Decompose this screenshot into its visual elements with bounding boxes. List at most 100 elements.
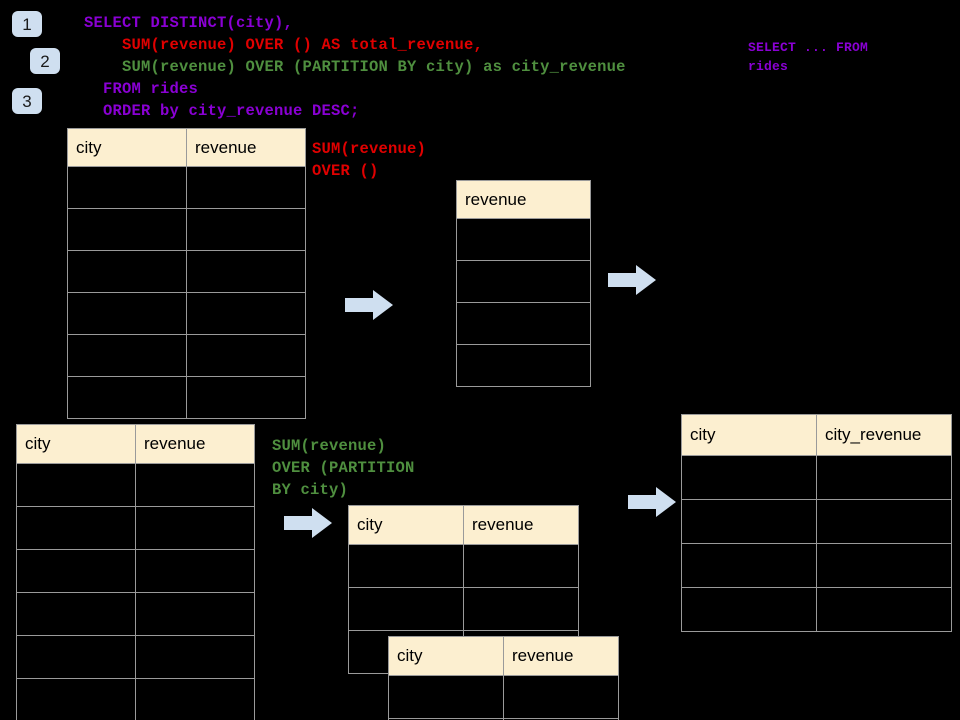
column-header-revenue: revenue bbox=[503, 636, 619, 676]
table-cell bbox=[456, 260, 591, 303]
table-cell bbox=[186, 166, 306, 209]
table-row bbox=[67, 250, 306, 293]
table-cell bbox=[135, 549, 255, 593]
table-cell bbox=[186, 292, 306, 335]
table-row bbox=[16, 549, 255, 593]
table-cell bbox=[67, 208, 187, 251]
table-header-row: city revenue bbox=[388, 636, 619, 676]
table-row bbox=[67, 166, 306, 209]
table-cell bbox=[186, 208, 306, 251]
table-cell bbox=[135, 463, 255, 507]
table-row bbox=[16, 678, 255, 720]
table-cell bbox=[16, 592, 136, 636]
column-header-city: city bbox=[681, 414, 817, 456]
step-badge-3-label: 3 bbox=[22, 91, 32, 111]
table-cell bbox=[135, 635, 255, 679]
table-cell bbox=[816, 499, 952, 544]
table-row bbox=[16, 463, 255, 507]
table-cell bbox=[135, 506, 255, 550]
table-cell bbox=[16, 678, 136, 720]
table-cell bbox=[67, 334, 187, 377]
arrow-partition-to-result bbox=[628, 487, 676, 517]
step-badge-3: 3 bbox=[12, 88, 42, 114]
table-header-row: revenue bbox=[456, 180, 591, 219]
table-row bbox=[16, 592, 255, 636]
table-cell bbox=[681, 587, 817, 632]
sql-line-sum-over-empty: SUM(revenue) OVER () AS total_revenue, bbox=[84, 36, 484, 54]
table-cell bbox=[456, 218, 591, 261]
table-cell bbox=[388, 675, 504, 719]
table-cell bbox=[16, 635, 136, 679]
table-cell bbox=[135, 592, 255, 636]
table-row bbox=[681, 499, 952, 544]
table-row bbox=[348, 587, 579, 631]
annotation-sum-over-empty: SUM(revenue) OVER () bbox=[312, 140, 427, 180]
table-row bbox=[16, 506, 255, 550]
column-header-city: city bbox=[348, 505, 464, 545]
column-header-city: city bbox=[67, 128, 187, 167]
table-row bbox=[456, 218, 591, 261]
table-cell bbox=[16, 506, 136, 550]
table-header-row: city revenue bbox=[67, 128, 306, 167]
table-partition-b: city revenue bbox=[388, 636, 619, 720]
table-cell bbox=[456, 302, 591, 345]
sql-line-select: SELECT DISTINCT(city), bbox=[84, 14, 294, 32]
column-header-city-revenue: city_revenue bbox=[816, 414, 952, 456]
sql-line-from: FROM rides bbox=[84, 80, 199, 98]
table-header-row: city city_revenue bbox=[681, 414, 952, 456]
table-row bbox=[348, 544, 579, 588]
sql-line-order-by: ORDER by city_revenue DESC; bbox=[84, 102, 360, 120]
table-row bbox=[681, 455, 952, 500]
table-cell bbox=[816, 587, 952, 632]
annotation-sum-over-partition: SUM(revenue) OVER (PARTITION BY city) bbox=[272, 437, 415, 499]
step-badge-2: 2 bbox=[30, 48, 60, 74]
table-cell bbox=[135, 678, 255, 720]
table-cell bbox=[67, 166, 187, 209]
column-header-revenue: revenue bbox=[463, 505, 579, 545]
table-cell bbox=[456, 344, 591, 387]
table-row bbox=[67, 376, 306, 419]
column-header-city: city bbox=[16, 424, 136, 464]
table-header-row: city revenue bbox=[16, 424, 255, 464]
table-source-bottom: city revenue bbox=[16, 424, 255, 720]
table-row bbox=[16, 635, 255, 679]
step-badge-1-label: 1 bbox=[22, 14, 32, 34]
table-total-revenue: revenue bbox=[456, 180, 591, 387]
table-row bbox=[67, 334, 306, 377]
column-header-city: city bbox=[388, 636, 504, 676]
table-cell bbox=[816, 455, 952, 500]
table-cell bbox=[186, 376, 306, 419]
table-cell bbox=[681, 455, 817, 500]
table-row bbox=[681, 587, 952, 632]
table-cell bbox=[67, 250, 187, 293]
table-row bbox=[67, 208, 306, 251]
table-row bbox=[456, 344, 591, 387]
table-result: city city_revenue bbox=[681, 414, 952, 632]
table-row bbox=[67, 292, 306, 335]
table-cell bbox=[186, 334, 306, 377]
table-row bbox=[456, 260, 591, 303]
table-row bbox=[388, 718, 619, 720]
annotation-select-from-rides: SELECT ... FROM rides bbox=[748, 40, 869, 74]
table-row bbox=[388, 675, 619, 719]
table-cell bbox=[348, 544, 464, 588]
column-header-revenue: revenue bbox=[135, 424, 255, 464]
table-cell bbox=[816, 543, 952, 588]
table-row bbox=[456, 302, 591, 345]
table-cell bbox=[681, 543, 817, 588]
step-badge-2-label: 2 bbox=[40, 51, 50, 71]
column-header-revenue: revenue bbox=[186, 128, 306, 167]
table-cell bbox=[186, 250, 306, 293]
table-cell bbox=[67, 376, 187, 419]
table-header-row: city revenue bbox=[348, 505, 579, 545]
column-header-revenue: revenue bbox=[456, 180, 591, 219]
step-badge-1: 1 bbox=[12, 11, 42, 37]
table-cell bbox=[16, 463, 136, 507]
table-cell bbox=[463, 544, 579, 588]
table-cell bbox=[16, 549, 136, 593]
table-cell bbox=[503, 675, 619, 719]
sql-line-sum-over-partition: SUM(revenue) OVER (PARTITION BY city) as… bbox=[84, 58, 626, 76]
arrow-source-to-total bbox=[345, 290, 393, 320]
table-cell bbox=[681, 499, 817, 544]
